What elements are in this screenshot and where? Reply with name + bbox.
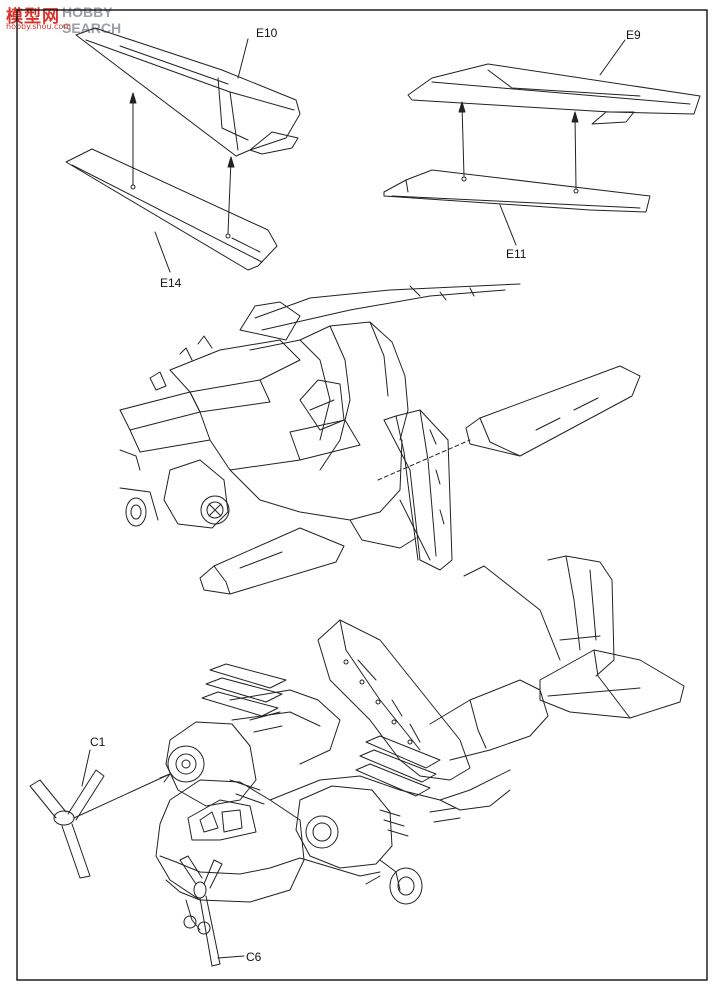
e9-e11-guide-lines: [458, 39, 626, 246]
bottom-aircraft-assembly: [155, 555, 685, 935]
watermark-brand-cn: 模型网: [6, 7, 60, 27]
watermark-url: hobby.shou.com: [6, 22, 72, 31]
label-c1: C1: [90, 735, 106, 749]
label-c6: C6: [246, 950, 262, 964]
part-e9: [407, 63, 701, 125]
part-c1-propeller: [29, 749, 171, 879]
part-e14: [65, 148, 278, 271]
label-e14: E14: [160, 276, 182, 290]
label-e9: E9: [626, 28, 641, 42]
label-e11: E11: [506, 247, 527, 261]
part-e11: [383, 169, 651, 213]
part-c6-propeller: [179, 855, 245, 967]
part-e10: [75, 27, 301, 157]
e10-e14-guide-lines: [129, 38, 249, 273]
page-border: [16, 9, 708, 981]
label-e10: E10: [256, 26, 278, 40]
watermark-logo: 模型网 HOBBY SEARCH hobby.shou.com: [0, 0, 170, 36]
middle-aircraft-assembly: [119, 283, 641, 595]
